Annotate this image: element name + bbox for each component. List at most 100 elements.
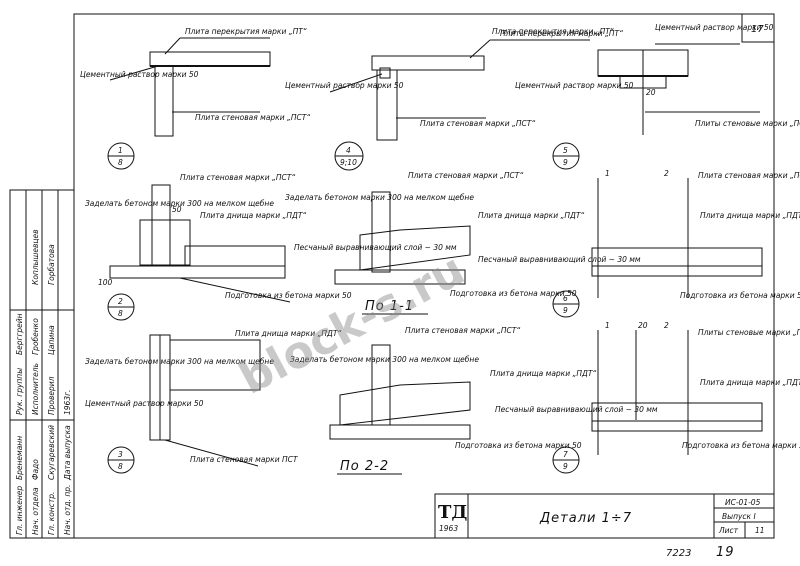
title-block: ТД 1963 Детали 1÷7 ИС-01-05 Выпуск I Лис… (434, 493, 775, 539)
dim-1-6: 1 (605, 169, 610, 178)
bubble-4: 4 9;10 (334, 141, 364, 171)
stamp-name-1: Фадо (31, 459, 40, 480)
label-plates-overlap-5: Плиты перекрытия марки „ПТ“ (500, 29, 623, 38)
bubble-6-top: 6 (563, 294, 568, 303)
detail-5: Плиты перекрытия марки „ПТ“ Цементный ра… (500, 23, 800, 135)
stamp-role-2: Гл. констр. (47, 492, 56, 535)
section-2-2: Плита стеновая марки „ПСТ“ Заделать бето… (290, 326, 658, 475)
bubble-7: 7 9 (552, 446, 580, 474)
bubble-2: 2 8 (107, 293, 135, 321)
label-sand-6: Песчаный выравнивающий слой ~ 30 мм (478, 255, 641, 264)
label-seal-2: Заделать бетоном марки 300 на мелком щеб… (85, 199, 274, 208)
label-wall-plate-1: Плита стеновая марки „ПСТ“ (195, 113, 310, 122)
stamp-name-0: Бренеманн (15, 436, 24, 480)
label-bottom-plate-3: Плита днища марки „ПДТ“ (235, 329, 341, 338)
stamp-name-3: Берггрейн (15, 313, 24, 355)
label-prep-s2: Подготовка из бетона марки 50 (455, 441, 582, 450)
stamp-date: 1963г. (63, 390, 72, 415)
label-wall-plate-s2: Плита стеновая марки „ПСТ“ (405, 326, 520, 335)
sheet-number-box (741, 13, 775, 43)
label-bottom-plate-7: Плита днища марки „ПДТ“ (700, 378, 800, 387)
stamp-role-4: Исполнитель (31, 363, 40, 415)
label-cement-3: Цементный раствор марки 50 (85, 399, 204, 408)
dim-1-7: 1 (605, 321, 610, 330)
issue: Выпуск I (722, 512, 756, 521)
stamp-dept-val-1: Коплышевцев (31, 229, 40, 285)
watermark: block-s.ru (231, 244, 472, 405)
section-1-1-label: По 1-1 (365, 299, 414, 314)
bubble-7-top: 7 (563, 450, 568, 459)
label-seal-s2: Заделать бетоном марки 300 на мелком щеб… (290, 355, 479, 364)
label-sand-s1: Песчаный выравнивающий слой ~ 30 мм (294, 243, 457, 252)
label-plate-overlap-1: Плита перекрытия марки „ПТ“ (185, 27, 307, 36)
detail-6: 1 2 Плита стеновая марки „ПСТ“ Плита дни… (450, 169, 800, 300)
label-cement-5: Цементный раствор марки 50 (655, 23, 774, 32)
label-cement-1: Цементный раствор марки 50 (80, 70, 199, 79)
stamp-name-5: Цапина (47, 325, 56, 355)
stamp-role-3: Рук. группы (15, 368, 24, 415)
stamp-role-0: Гл. инженер (15, 486, 24, 535)
dim-100-2: 100 (98, 278, 113, 287)
section-2-2-label: По 2-2 (340, 459, 389, 474)
label-bottom-plate-s2: Плита днища марки „ПДТ“ (490, 369, 596, 378)
stamp-role-1: Нач. отдела (31, 487, 40, 535)
bubble-2-top: 2 (118, 297, 123, 306)
detail-2: Плита стеновая марки „ПСТ“ 50 Заделать б… (85, 173, 352, 303)
bubble-5-top: 5 (563, 146, 568, 155)
logo-td: ТД (438, 502, 467, 523)
stamp-name-2: Скугаревский (47, 425, 56, 480)
label-bottom-plate-s1: Плита днища марки „ПДТ“ (478, 211, 584, 220)
bubble-3-top: 3 (118, 450, 123, 459)
label-prep-7: Подготовка из бетона марки 50 (682, 441, 800, 450)
sheet-no: 11 (755, 526, 765, 535)
dim-20-7: 20 (638, 321, 648, 330)
detail-1: Плита перекрытия марки „ПТ“ Цементный ра… (80, 27, 310, 137)
label-prep-2: Подготовка из бетона марки 50 (225, 291, 352, 300)
detail-4: Плита перекрытия марки „ПТ“ Цементный ра… (285, 27, 614, 141)
label-cement-4: Цементный раствор марки 50 (285, 81, 404, 90)
label-wall-plate-4: Плита стеновая марки „ПСТ“ (420, 119, 535, 128)
bottom-number-left: 7223 (666, 548, 691, 559)
label-cement-5b: Цементный раствор марки 50 (515, 81, 634, 90)
dim-20-5: 20 (646, 88, 656, 97)
label-wall-plates-7: Плиты стеновые марки „ПСТ“ (698, 328, 800, 337)
stamp-dept-1: Дата выпуска (63, 425, 72, 481)
label-wall-plate-6: Плита стеновая марки „ПСТ“ (698, 171, 800, 180)
bubble-1: 1 8 (107, 142, 135, 170)
sheet-label: Лист (718, 526, 739, 535)
label-seal-s1: Заделать бетоном марки 300 на мелком щеб… (285, 193, 474, 202)
logo-year: 1963 (439, 524, 458, 533)
stamp-dept-val-0: Горбатова (47, 244, 56, 285)
label-plate-overlap-4: Плита перекрытия марки „ПТ“ (492, 27, 614, 36)
bubble-7-bottom: 9 (563, 462, 568, 471)
label-wall-plate-2: Плита стеновая марки „ПСТ“ (180, 173, 295, 182)
label-wall-plates-5: Плиты стеновые марки „ПСТ“ (695, 119, 800, 128)
detail-7: 1 2 20 Плиты стеновые марки „ПСТ“ Плита … (591, 321, 800, 455)
label-sand-s2: Песчаный выравнивающий слой ~ 30 мм (495, 405, 658, 414)
dim-2-7: 2 (664, 321, 669, 330)
dim-2-6: 2 (664, 169, 669, 178)
bubble-3-bottom: 8 (118, 462, 123, 471)
stamp-name-4: Гробенко (31, 318, 40, 355)
detail-3: Плита днища марки „ПДТ“ Заделать бетоном… (85, 329, 341, 467)
side-stamp: Гл. инженер Нач. отдела Гл. констр. 1963… (9, 189, 75, 539)
bubble-6-bottom: 9 (563, 306, 568, 315)
bubble-6: 6 9 (552, 290, 580, 318)
label-prep-6b: Подготовка из бетона марки 50 (680, 291, 800, 300)
bubble-1-top: 1 (118, 146, 123, 155)
bubble-5-bottom: 9 (563, 158, 568, 167)
sheet-number-top: 17 (751, 24, 764, 35)
label-wall-plate-s1: Плита стеновая марки „ПСТ“ (408, 171, 523, 180)
series-code: ИС-01-05 (725, 498, 761, 507)
stamp-dept-0: Нач. отд. пр. (63, 485, 72, 535)
section-1-1: Плита стеновая марки „ПСТ“ Заделать бето… (285, 171, 584, 315)
bubble-5: 5 9 (552, 142, 580, 170)
stamp-role-5: Проверил (47, 376, 56, 415)
label-prep-6: Подготовка из бетона марки 50 (450, 289, 577, 298)
bottom-number-right: 19 (716, 545, 735, 560)
sheet-title: Детали 1÷7 (539, 511, 632, 526)
bubble-4-top: 4 (346, 146, 351, 155)
label-bottom-plate-2: Плита днища марки „ПДТ“ (200, 211, 306, 220)
bubble-3: 3 8 (107, 446, 135, 474)
